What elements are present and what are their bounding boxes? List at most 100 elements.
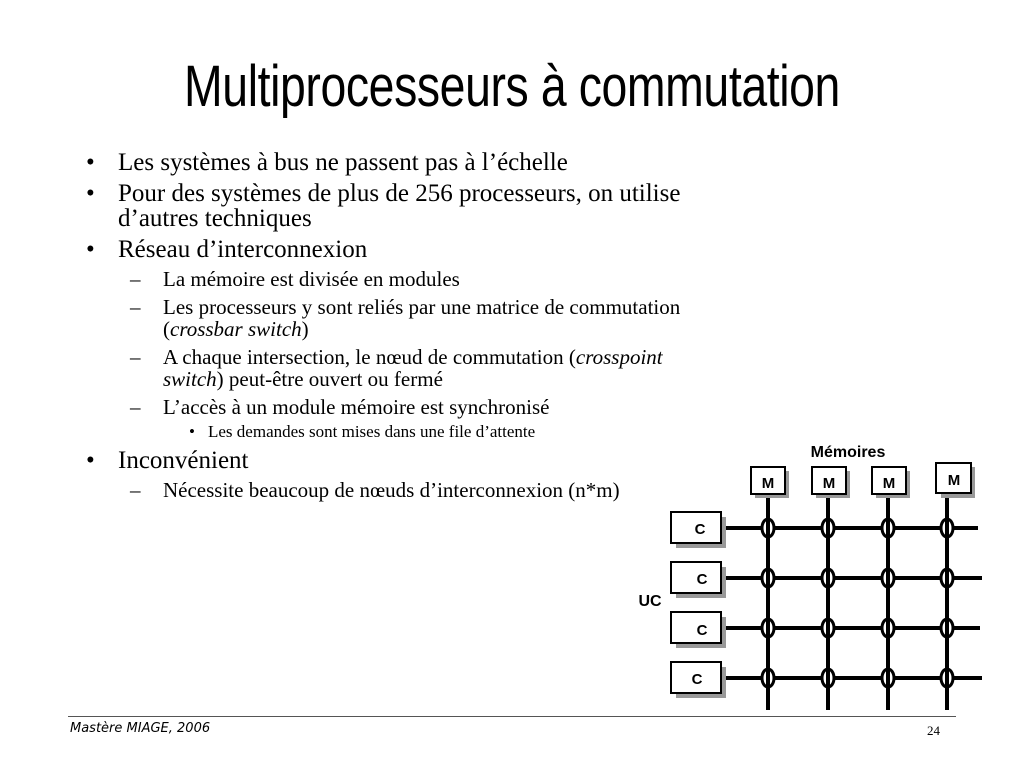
cpu-line <box>722 626 980 630</box>
bullet-list: • Les systèmes à bus ne passent pas à l’… <box>86 144 726 501</box>
dash-marker: – <box>130 395 141 419</box>
sub-bullet-item: – A chaque intersection, le nœud de comm… <box>86 346 726 390</box>
cpu-lines <box>722 526 982 680</box>
cpu-module-label: C <box>695 521 706 538</box>
cpu-module-label: C <box>697 571 708 588</box>
crosspoint-link <box>766 519 770 537</box>
memories-label: Mémoires <box>811 444 886 461</box>
dash-marker: – <box>130 345 141 369</box>
cpu-module: C <box>670 661 726 698</box>
memory-module: M <box>935 462 975 498</box>
sub-bullet-item: – L’accès à un module mémoire est synchr… <box>86 396 726 418</box>
sub-bullet-text-end: ) peut-être ouvert ou fermé <box>216 367 443 391</box>
sub-sub-bullet-text: Les demandes sont mises dans une file d’… <box>208 422 536 441</box>
crosspoint-link <box>886 569 890 587</box>
crosspoint-switch <box>939 617 955 639</box>
uc-label: UC <box>638 593 662 610</box>
crosspoint-link <box>886 669 890 687</box>
bullet-marker: • <box>86 149 95 176</box>
crosspoint-link <box>826 519 830 537</box>
memory-line <box>945 496 949 710</box>
crosspoint-switch <box>880 567 896 589</box>
memory-modules: M M M M <box>750 462 975 498</box>
crosspoint-link <box>945 669 949 687</box>
sub-bullet-item: – La mémoire est divisée en modules <box>86 268 726 290</box>
cpu-module-label: C <box>697 622 708 639</box>
memory-module: M <box>750 466 789 498</box>
crosspoint-link <box>945 569 949 587</box>
crosspoint-switch <box>760 567 776 589</box>
memory-module-label: M <box>823 475 836 492</box>
footer-text: Mastère MIAGE, 2006 <box>70 721 211 736</box>
crosspoint-switch <box>939 567 955 589</box>
memory-module: M <box>871 466 910 498</box>
slide-title: Multiprocesseurs à commutation <box>184 54 840 119</box>
memory-module-label: M <box>948 472 961 489</box>
crosspoint-switch <box>880 617 896 639</box>
bullet-item: • Inconvénient <box>86 448 726 473</box>
crosspoint-link <box>945 619 949 637</box>
sub-bullet-text-end: ) <box>301 317 309 341</box>
bullet-text: Inconvénient <box>118 447 249 474</box>
crosspoint-switch <box>820 667 836 689</box>
crosspoint-switch <box>820 617 836 639</box>
crosspoint-link <box>766 669 770 687</box>
sub-bullet-italic: crosspoint switch <box>163 345 663 391</box>
crosspoint-switch <box>880 667 896 689</box>
crosspoint-switch <box>760 667 776 689</box>
sub-bullet-item: – Les processeurs y sont reliés par une … <box>86 296 726 340</box>
crosspoint-link <box>945 519 949 537</box>
bullet-marker: • <box>86 180 95 207</box>
crosspoint-switch <box>939 517 955 539</box>
bullet-marker: • <box>86 447 95 474</box>
sub-bullet-text: Nécessite beaucoup de nœuds d’interconne… <box>163 478 620 502</box>
cpu-module: C <box>670 511 726 548</box>
bullet-text: Pour des systèmes de plus de 256 process… <box>118 180 681 232</box>
memory-module: M <box>811 466 850 498</box>
crosspoint-switch <box>760 617 776 639</box>
dash-marker: – <box>130 295 141 319</box>
memory-module-label: M <box>762 475 775 492</box>
crosspoint-switch <box>760 517 776 539</box>
cpu-line <box>722 526 978 530</box>
bullet-item: • Pour des systèmes de plus de 256 proce… <box>86 181 726 231</box>
crosspoint-link <box>766 569 770 587</box>
dash-marker: – <box>130 478 141 502</box>
crosspoint-switch <box>820 517 836 539</box>
sub-bullet-text: Les processeurs y sont reliés par une ma… <box>163 295 681 341</box>
bullet-text: Les systèmes à bus ne passent pas à l’éc… <box>118 149 568 176</box>
sub-bullet-item: – Nécessite beaucoup de nœuds d’intercon… <box>86 479 726 501</box>
cpu-modules: C C C C <box>670 511 726 698</box>
dash-marker: – <box>130 267 141 291</box>
cpu-module: C <box>670 611 726 648</box>
memory-module-label: M <box>883 475 896 492</box>
bullet-marker: • <box>189 422 195 441</box>
crosspoint-switches <box>760 517 955 689</box>
crosspoint-link <box>886 519 890 537</box>
crosspoint-link <box>886 619 890 637</box>
crosspoint-link <box>826 669 830 687</box>
footer-divider <box>68 716 956 717</box>
bullet-item: • Réseau d’interconnexion <box>86 237 726 262</box>
sub-bullet-text: La mémoire est divisée en modules <box>163 267 460 291</box>
crosspoint-link <box>826 619 830 637</box>
sub-bullet-italic: crossbar switch <box>170 317 302 341</box>
crosspoint-switch <box>820 567 836 589</box>
crosspoint-link <box>766 619 770 637</box>
cpu-module: C <box>670 561 726 598</box>
bullet-marker: • <box>86 236 95 263</box>
memory-line <box>766 496 770 710</box>
memory-line <box>886 496 890 710</box>
page-number: 24 <box>927 723 940 738</box>
crosspoint-switch <box>939 667 955 689</box>
memory-line <box>826 496 830 710</box>
memory-lines <box>766 496 949 710</box>
crosspoint-link <box>826 569 830 587</box>
cpu-line <box>722 676 982 680</box>
cpu-module-label: C <box>692 671 703 688</box>
bullet-item: • Les systèmes à bus ne passent pas à l’… <box>86 150 726 175</box>
sub-bullet-text: A chaque intersection, le nœud de commut… <box>163 345 576 369</box>
crosspoint-switch <box>880 517 896 539</box>
bullet-text: Réseau d’interconnexion <box>118 236 368 263</box>
sub-bullet-text: L’accès à un module mémoire est synchron… <box>163 395 550 419</box>
